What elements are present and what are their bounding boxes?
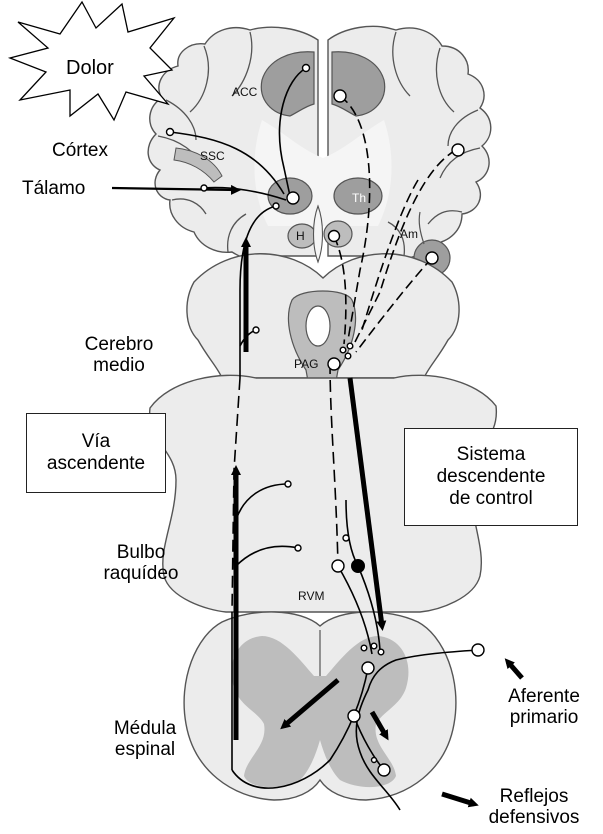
medula-espinal-label: Médula espinal	[100, 718, 190, 760]
neuron-midbrain-side	[253, 327, 259, 333]
cerebro-medio-label: Cerebro medio	[66, 334, 172, 376]
neuron-dh-s3	[378, 649, 384, 655]
bulbo-raquideo-label: Bulbo raquídeo	[86, 542, 196, 584]
talamo-label: Tálamo	[22, 178, 85, 199]
neuron-thalamus-2	[273, 203, 279, 209]
neuron-dh-s4	[372, 758, 377, 763]
neuron-pag-s1	[340, 347, 346, 353]
medula-line-2: espinal	[100, 739, 190, 760]
neuron-dh-3	[378, 764, 390, 776]
am-label: Am	[400, 228, 418, 241]
medula-line-1: Médula	[100, 718, 190, 739]
neuron-dh-s1	[361, 645, 367, 651]
pag-label: PAG	[294, 358, 318, 371]
cerebro-medio-line-1: Cerebro	[66, 334, 172, 355]
neuron-dh-1	[362, 662, 374, 674]
reflejos-defensivos-label: Reflejos defensivos	[478, 786, 590, 828]
neuron-pag	[328, 358, 340, 370]
cortex-label: Córtex	[52, 140, 108, 161]
bulbo-line-2: raquídeo	[86, 563, 196, 584]
sistema-descendente-box: Sistema descendente de control	[404, 428, 578, 526]
via-ascendente-box: Vía ascendente	[26, 413, 166, 493]
sistema-descendente-line-2: descendente	[437, 466, 546, 488]
via-ascendente-line-1: Vía	[82, 431, 111, 453]
cerebro-medio-line-2: medio	[66, 355, 172, 376]
dolor-label: Dolor	[66, 58, 114, 79]
neuron-right-cortex	[334, 90, 346, 102]
arrow-afferent-in	[508, 662, 522, 678]
aferente-line-2: primario	[494, 707, 594, 728]
neuron-hypothalamus	[329, 231, 340, 242]
neuron-rvm-inhibitory	[352, 560, 365, 573]
neuron-drg	[472, 644, 484, 656]
neuron-medulla-2	[295, 545, 301, 551]
neuron-dh-s2	[371, 643, 377, 649]
ssc-label: SSC	[200, 150, 225, 163]
neuron-rvm	[332, 560, 344, 572]
neuron-pag-s2	[347, 343, 353, 349]
spinal-cord	[184, 612, 456, 800]
neuron-acc	[303, 65, 310, 72]
neuron-thalamus	[287, 192, 299, 204]
aqueduct	[306, 306, 330, 346]
neuron-ssc	[167, 129, 174, 136]
bulbo-line-1: Bulbo	[86, 542, 196, 563]
sistema-descendente-line-1: Sistema	[457, 444, 526, 466]
neuron-pag-s3	[345, 353, 351, 359]
neuron-right-cortex-2	[452, 144, 464, 156]
neuron-medulla-1	[285, 481, 291, 487]
h-label: H	[296, 230, 305, 243]
neuron-dh-2	[348, 710, 360, 722]
neuron-amygdala	[426, 252, 438, 264]
reflejos-line-2: defensivos	[478, 807, 590, 828]
arrow-reflex-out	[442, 794, 474, 804]
rvm-label: RVM	[298, 590, 324, 603]
reflejos-line-1: Reflejos	[478, 786, 590, 807]
sistema-descendente-line-3: de control	[449, 488, 532, 510]
neuron-rvm-small	[343, 535, 349, 541]
acc-label: ACC	[232, 86, 257, 99]
via-ascendente-line-2: ascendente	[47, 453, 145, 475]
th-label: Th	[352, 192, 366, 205]
aferente-primario-label: Aferente primario	[494, 686, 594, 728]
aferente-line-1: Aferente	[494, 686, 594, 707]
neuron-cortex-low	[201, 185, 207, 191]
